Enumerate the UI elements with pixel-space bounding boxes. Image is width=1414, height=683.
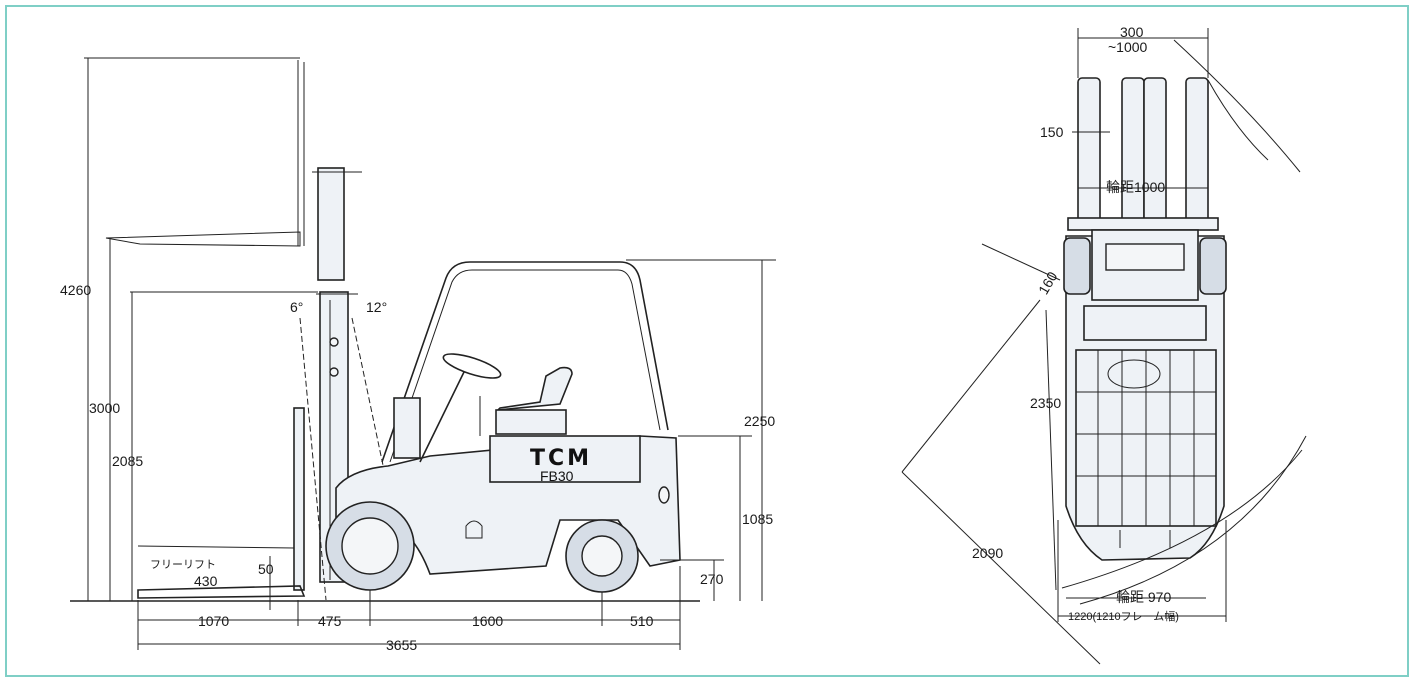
brand-logo: TCM <box>530 446 592 471</box>
dim-270: 270 <box>700 571 724 587</box>
dim-2085: 2085 <box>112 453 143 469</box>
dim-fork-width: 150 <box>1040 124 1064 140</box>
right-fork-top <box>1185 77 1209 225</box>
backward-tilt-angle: 12° <box>366 299 387 315</box>
front-wheel-hub <box>341 517 399 575</box>
forward-tilt-angle: 6° <box>290 299 303 315</box>
seat-base <box>495 409 567 435</box>
operator-seat <box>495 366 573 412</box>
raised-fork <box>105 231 301 247</box>
lowered-fork <box>137 585 306 599</box>
dim-1070: 1070 <box>198 613 229 629</box>
fork-swing-arc <box>1173 39 1301 173</box>
side-step <box>465 520 483 539</box>
dim-turn-angle: 160 <box>1035 269 1061 297</box>
aisle-line-lower <box>901 471 1101 665</box>
right-drive-wheel-top <box>1199 237 1227 295</box>
mast-roller <box>329 337 339 347</box>
dim-3000: 3000 <box>89 400 120 416</box>
dim-3655: 3655 <box>386 637 417 653</box>
rear-swing-arc-2 <box>1079 435 1307 605</box>
battery-cover <box>489 435 641 483</box>
dim-overall-width: 1220(1210フレーム幅) <box>1068 610 1179 623</box>
dim-50: 50 <box>258 561 274 577</box>
dim-2250: 2250 <box>744 413 775 429</box>
dim-fork-spread-300: 300 <box>1120 24 1144 40</box>
left-fork-top <box>1077 77 1101 225</box>
load-center-430: 430 <box>194 573 218 589</box>
model-label: FB30 <box>540 468 574 484</box>
dim-turning-radius: 2350 <box>1030 395 1061 411</box>
dim-4260: 4260 <box>60 282 91 298</box>
cowl-top <box>1083 305 1207 341</box>
top-view: 300 ~1000 150 輪距1000 160 2350 2090 輪距 97… <box>901 24 1307 665</box>
dim-1085: 1085 <box>742 511 773 527</box>
steering-wheel-top <box>1107 359 1161 389</box>
steering-wheel <box>442 353 502 379</box>
fork-swing-arc-2 <box>1207 79 1269 161</box>
rear-wheel-hub <box>581 535 623 577</box>
dim-rear-tread: 輪距 970 <box>1116 589 1171 605</box>
fork-carriage-top <box>1067 217 1219 231</box>
steering-column <box>419 371 465 463</box>
upper-mast <box>317 167 345 281</box>
backward-tilt-line <box>351 317 385 471</box>
aisle-line-upper <box>901 299 1041 473</box>
free-lift-fork-line <box>137 545 295 549</box>
rear-swing-arc <box>1061 449 1303 589</box>
fork-carriage <box>293 407 305 591</box>
dim-min-aisle: 2090 <box>972 545 1003 561</box>
center-fork-top <box>1121 77 1145 225</box>
dim-510: 510 <box>630 613 654 629</box>
tail-light <box>658 486 670 504</box>
frame-border <box>5 5 1409 677</box>
left-drive-wheel-top <box>1063 237 1091 295</box>
dim-1600: 1600 <box>472 613 503 629</box>
overhead-guard-inner <box>389 269 661 463</box>
control-levers <box>393 397 421 459</box>
radius-leader <box>981 243 1061 281</box>
forward-tilt-line <box>299 317 327 601</box>
center-fork-top-2 <box>1143 77 1167 225</box>
dim-fork-spread-1000: ~1000 <box>1108 39 1148 55</box>
mast-cylinder-top <box>1105 243 1185 271</box>
mast-roller-2 <box>329 367 339 377</box>
overhead-guard <box>381 261 669 463</box>
free-lift-label: フリーリフト <box>150 559 216 571</box>
side-view: TCM FB30 4260 3000 2085 2250 1085 270 <box>60 57 776 653</box>
turning-radius-line <box>1045 309 1057 591</box>
dim-475: 475 <box>318 613 342 629</box>
dim-front-tread: 輪距1000 <box>1106 179 1165 195</box>
